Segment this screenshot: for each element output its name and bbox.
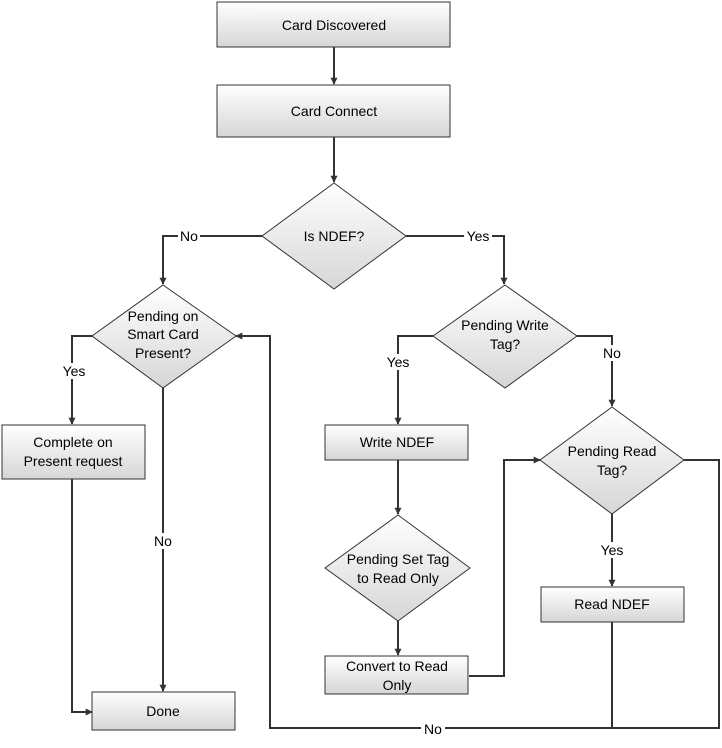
label-bg-ndef-yes xyxy=(464,228,492,244)
node-convert-read-only: Convert to Read Only xyxy=(324,655,469,695)
pending-write-tag-line2: Tag? xyxy=(490,336,521,352)
node-done: Done xyxy=(91,691,236,731)
edge-is-ndef-yes xyxy=(406,235,508,285)
node-write-ndef: Write NDEF xyxy=(324,424,469,461)
edge-label-ndef-yes: Yes xyxy=(467,228,490,244)
is-ndef-label: Is NDEF? xyxy=(304,228,365,244)
edge-labels: No Yes Yes No Yes No Yes No xyxy=(60,228,626,737)
edge-label-bottom-no: No xyxy=(424,721,442,737)
write-ndef-box xyxy=(324,424,469,461)
edge-label-write-no: No xyxy=(603,345,621,361)
done-box xyxy=(91,691,236,731)
convert-read-only-line2: Only xyxy=(383,677,412,693)
edge-convert-to-read-tag xyxy=(469,456,541,677)
card-connect-box xyxy=(216,84,451,138)
pending-read-tag-line2: Tag? xyxy=(597,462,628,478)
edge-write-no xyxy=(577,335,616,407)
edge-smart-yes xyxy=(68,335,92,425)
convert-read-only-box xyxy=(324,655,469,695)
pending-smart-card-line3: Present? xyxy=(135,345,191,361)
read-ndef-box xyxy=(540,586,685,623)
node-pending-smart-card: Pending on Smart Card Present? xyxy=(91,284,237,389)
edge-write-yes xyxy=(394,335,433,425)
node-pending-write-tag: Pending Write Tag? xyxy=(432,284,578,389)
node-complete-present: Complete on Present request xyxy=(1,424,146,480)
card-discovered-box xyxy=(216,1,451,48)
edge-label-smart-no: No xyxy=(154,533,172,549)
node-pending-read-tag: Pending Read Tag? xyxy=(539,406,685,515)
pending-write-tag-line1: Pending Write xyxy=(461,317,549,333)
pending-read-tag-diamond xyxy=(539,406,685,515)
label-bg-read-yes xyxy=(598,542,626,558)
pending-read-tag-line1: Pending Read xyxy=(568,443,657,459)
edge-read-tag-no-loop xyxy=(235,332,720,729)
label-bg-write-yes xyxy=(384,354,412,370)
node-pending-set-tag: Pending Set Tag to Read Only xyxy=(324,514,471,622)
pending-set-tag-line2: to Read Only xyxy=(357,570,439,586)
edge-label-read-yes: Yes xyxy=(601,542,624,558)
edge-label-smart-yes: Yes xyxy=(63,363,86,379)
label-bg-smart-yes xyxy=(60,363,88,379)
label-bg-write-no xyxy=(600,345,624,361)
pending-smart-card-line1: Pending on xyxy=(128,308,199,324)
edges xyxy=(68,47,720,729)
is-ndef-diamond xyxy=(261,182,407,290)
node-card-discovered: Card Discovered xyxy=(216,1,451,48)
label-bg-smart-no xyxy=(152,533,176,549)
card-connect-label: Card Connect xyxy=(291,103,377,119)
done-label: Done xyxy=(146,703,180,719)
pending-write-tag-diamond xyxy=(432,284,578,389)
edge-complete-to-done xyxy=(71,479,93,716)
label-bg-ndef-no xyxy=(178,228,200,244)
convert-read-only-line1: Convert to Read xyxy=(346,658,448,674)
edge-label-write-yes: Yes xyxy=(387,354,410,370)
label-bg-bottom-no xyxy=(421,721,445,737)
node-read-ndef: Read NDEF xyxy=(540,586,685,623)
complete-present-box xyxy=(1,424,146,480)
card-discovered-label: Card Discovered xyxy=(282,17,386,33)
edge-label-ndef-no: No xyxy=(180,228,198,244)
complete-present-line2: Present request xyxy=(24,453,123,469)
write-ndef-label: Write NDEF xyxy=(360,434,434,450)
complete-present-line1: Complete on xyxy=(33,434,112,450)
pending-set-tag-diamond xyxy=(324,514,471,622)
read-ndef-label: Read NDEF xyxy=(574,596,649,612)
node-is-ndef: Is NDEF? xyxy=(261,182,407,290)
pending-smart-card-diamond xyxy=(91,284,237,389)
edge-is-ndef-no xyxy=(159,235,262,285)
pending-smart-card-line2: Smart Card xyxy=(127,326,199,342)
node-card-connect: Card Connect xyxy=(216,84,451,138)
pending-set-tag-line1: Pending Set Tag xyxy=(347,551,450,567)
